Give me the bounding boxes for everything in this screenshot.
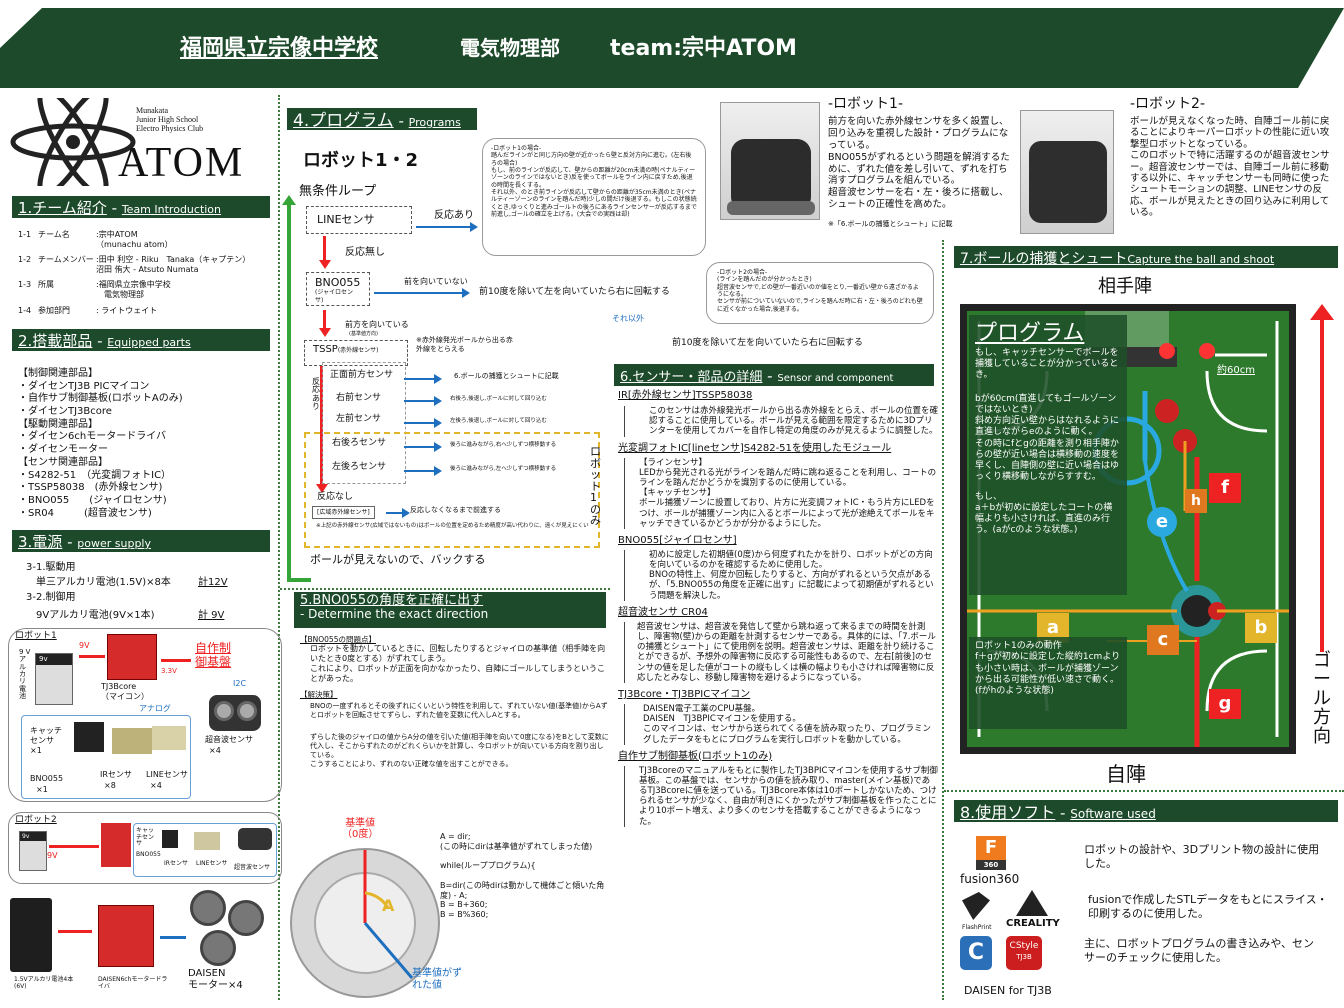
- bno-angle-diagram: A: [290, 848, 440, 998]
- power-info: 3-1.駆動用 単三アルカリ電池(1.5V)×8本計12V 3-2.制御用 9V…: [26, 562, 228, 621]
- battery-9v-icon: 9v: [35, 653, 73, 705]
- robot1-line-note: -ロボット1の場合- 踏んだラインがと同じ方向の壁が近かったら壁と反対方向に進む…: [482, 138, 706, 256]
- section6-header: 6.センサー・部品の詳細 - Sensor and component deta…: [614, 364, 934, 403]
- creality-icon: [1016, 890, 1048, 916]
- robot1-only-box: [304, 432, 600, 548]
- divider: [278, 95, 280, 1000]
- logo-text: Junior High School: [136, 115, 199, 125]
- code-block: A = dir; (この時にdirは基準値がずれてしまった値) while(ルー…: [440, 832, 605, 919]
- flashprint-icon: [962, 892, 990, 920]
- section2-header: 2.搭載部品 - Equipped parts: [12, 329, 270, 351]
- motor-icon: [190, 890, 270, 970]
- section5-header: 5.BNO055の角度を正確に出す - Determine the exact …: [294, 592, 606, 628]
- divider: [942, 240, 944, 1000]
- line-sensor-box: LINEセンサ: [306, 206, 412, 234]
- robot1-only-overlay: ロボット1のみの動作 f＋gが初めに設定した縦約1cmよりも小さい時は、ボールが…: [969, 637, 1127, 729]
- tj3bcore-board: [107, 634, 157, 680]
- team-name: team:宗中ATOM: [610, 36, 797, 61]
- self-made-board-label: 自作制御基盤: [195, 641, 232, 670]
- logo-text: Munakata: [136, 106, 168, 115]
- bno-text: 【BNO055の問題点】 ロボットを動かしているときに、回転したりするとジャイロ…: [300, 635, 609, 768]
- fusion360-icon: F 360: [976, 836, 1006, 870]
- soccer-field: 約60cm a b c e f g h プログラム もし、キャッチセンサーでボー…: [960, 304, 1296, 754]
- ultrasonic-sensor-icon: [209, 695, 261, 731]
- robot1-photo: [720, 102, 820, 220]
- robot1-power-diagram: ロボット1 9 V ア ル カ リ 電 池 9v 9V TJ3Bcore （マイ…: [8, 628, 282, 802]
- loop-arrow: [287, 200, 291, 580]
- tssp-box: TSSP(赤外線センサ): [304, 340, 408, 366]
- c-compiler-icon: C: [960, 936, 992, 970]
- school-name: 福岡県立宗像中学校: [180, 36, 379, 61]
- program-overlay: プログラム もし、キャッチセンサーでボールを捕獲していることが分かっているとき。…: [969, 315, 1127, 595]
- motor-driver-icon: [98, 905, 154, 967]
- sensor-details: IR[赤外線センサ]TSSP58038 このセンサは赤外線発光ボールから出る赤外…: [618, 390, 939, 827]
- logo-text: Electro Physics Club: [136, 124, 204, 134]
- header-banner: 福岡県立宗像中学校 電気物理部 team:宗中ATOM: [0, 8, 1344, 88]
- atom-logo: Munakata Junior High School Electro Phys…: [8, 86, 270, 198]
- section1-header: 1.チーム紹介 - Team Introduction: [12, 196, 270, 218]
- robot2-line-note: -ロボット2の場合- (ラインを踏んだのが分かったとき) 超音波センサで,どの壁…: [706, 262, 934, 324]
- section7-header: 7.ボールの捕獲とシュートCapture the ball and shoot: [954, 246, 1338, 268]
- sensor-group: キャッチセンサ ×1 BNO055 ×1 IRセンサ ×8 LINEセンサ ×4: [21, 715, 191, 799]
- divider: [280, 588, 610, 590]
- club-name: 電気物理部: [460, 36, 560, 60]
- robot2-power-diagram: ロボット2 9v 9V キャッチセンサ BNO055 IRセンサ LINEセンサ…: [8, 812, 282, 884]
- robot2-photo: [1020, 110, 1114, 234]
- bno055-box: BNO055(ジャイロセンサ): [306, 272, 370, 306]
- goal-direction-arrow: [1320, 316, 1324, 736]
- section4-header: 4.プログラム - Programs: [287, 108, 477, 131]
- section8-header: 8.使用ソフト - Software used: [954, 800, 1338, 822]
- aa-battery-pack-icon: [10, 898, 52, 972]
- parts-list: 【制御関連部品】・ダイセンTJ3B PICマイコン・自作サブ制御基板(ロボットA…: [18, 368, 183, 519]
- section3-header: 3.電源 - power supply: [12, 530, 270, 552]
- angle-arrows-icon: [363, 850, 414, 979]
- divider: [944, 790, 1344, 792]
- logo-main: ATOM: [118, 140, 245, 186]
